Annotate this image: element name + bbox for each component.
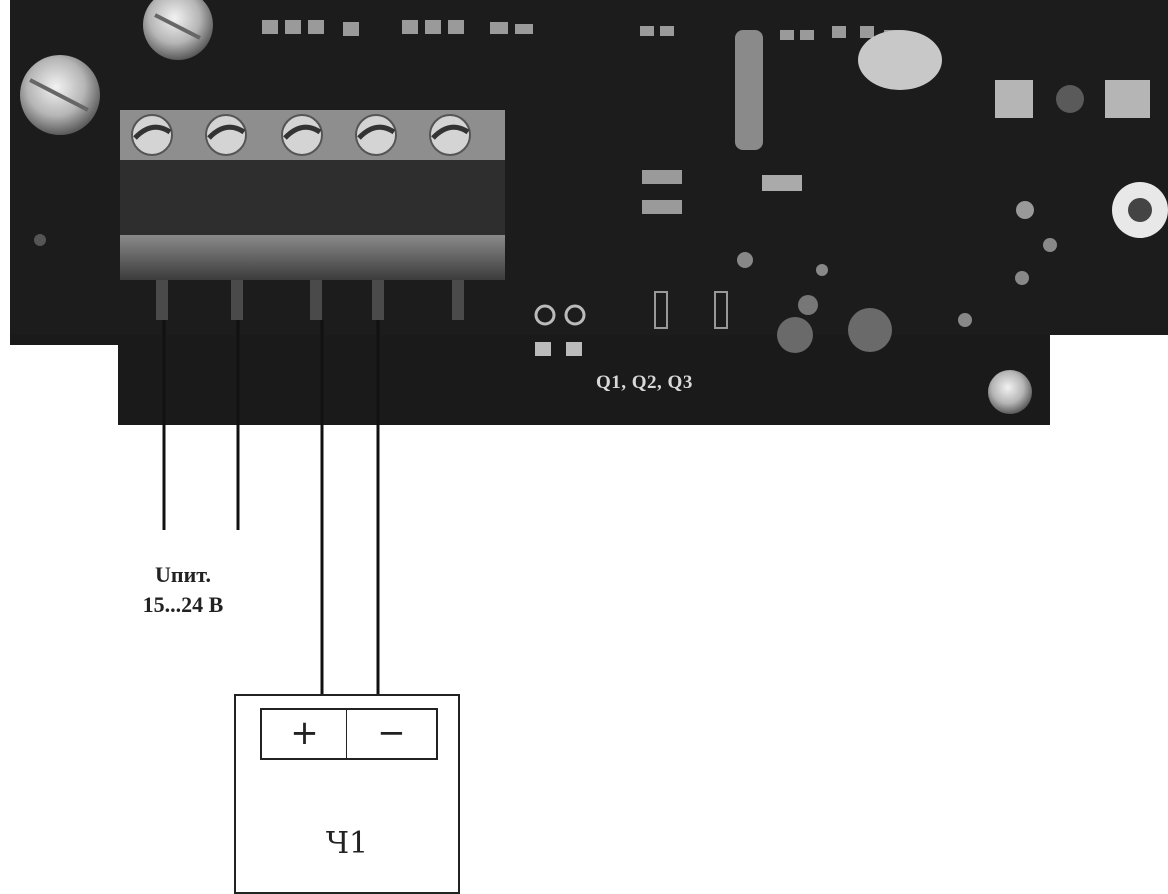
meter-minus-terminal: −	[346, 708, 438, 760]
power-supply-line1: Uпит.	[155, 562, 211, 587]
terminal-screw-icon	[131, 114, 173, 156]
mount-screw-icon	[143, 0, 213, 60]
terminal-screw-icon	[281, 114, 323, 156]
meter-plus-terminal: +	[260, 708, 348, 760]
wires	[162, 320, 380, 706]
board-marking-label: Q1, Q2, Q3	[596, 372, 693, 393]
terminal-screw-icon	[205, 114, 247, 156]
terminal-block	[120, 110, 505, 320]
board-components	[34, 30, 1168, 414]
power-supply-label: Uпит. 15...24 В	[118, 560, 248, 620]
terminal-screw-icon	[355, 114, 397, 156]
terminal-screw-icon	[429, 114, 471, 156]
meter-name: Ч1	[325, 826, 369, 861]
power-supply-line2: 15...24 В	[142, 592, 224, 617]
frequency-meter-box: + − Ч1	[234, 694, 460, 894]
